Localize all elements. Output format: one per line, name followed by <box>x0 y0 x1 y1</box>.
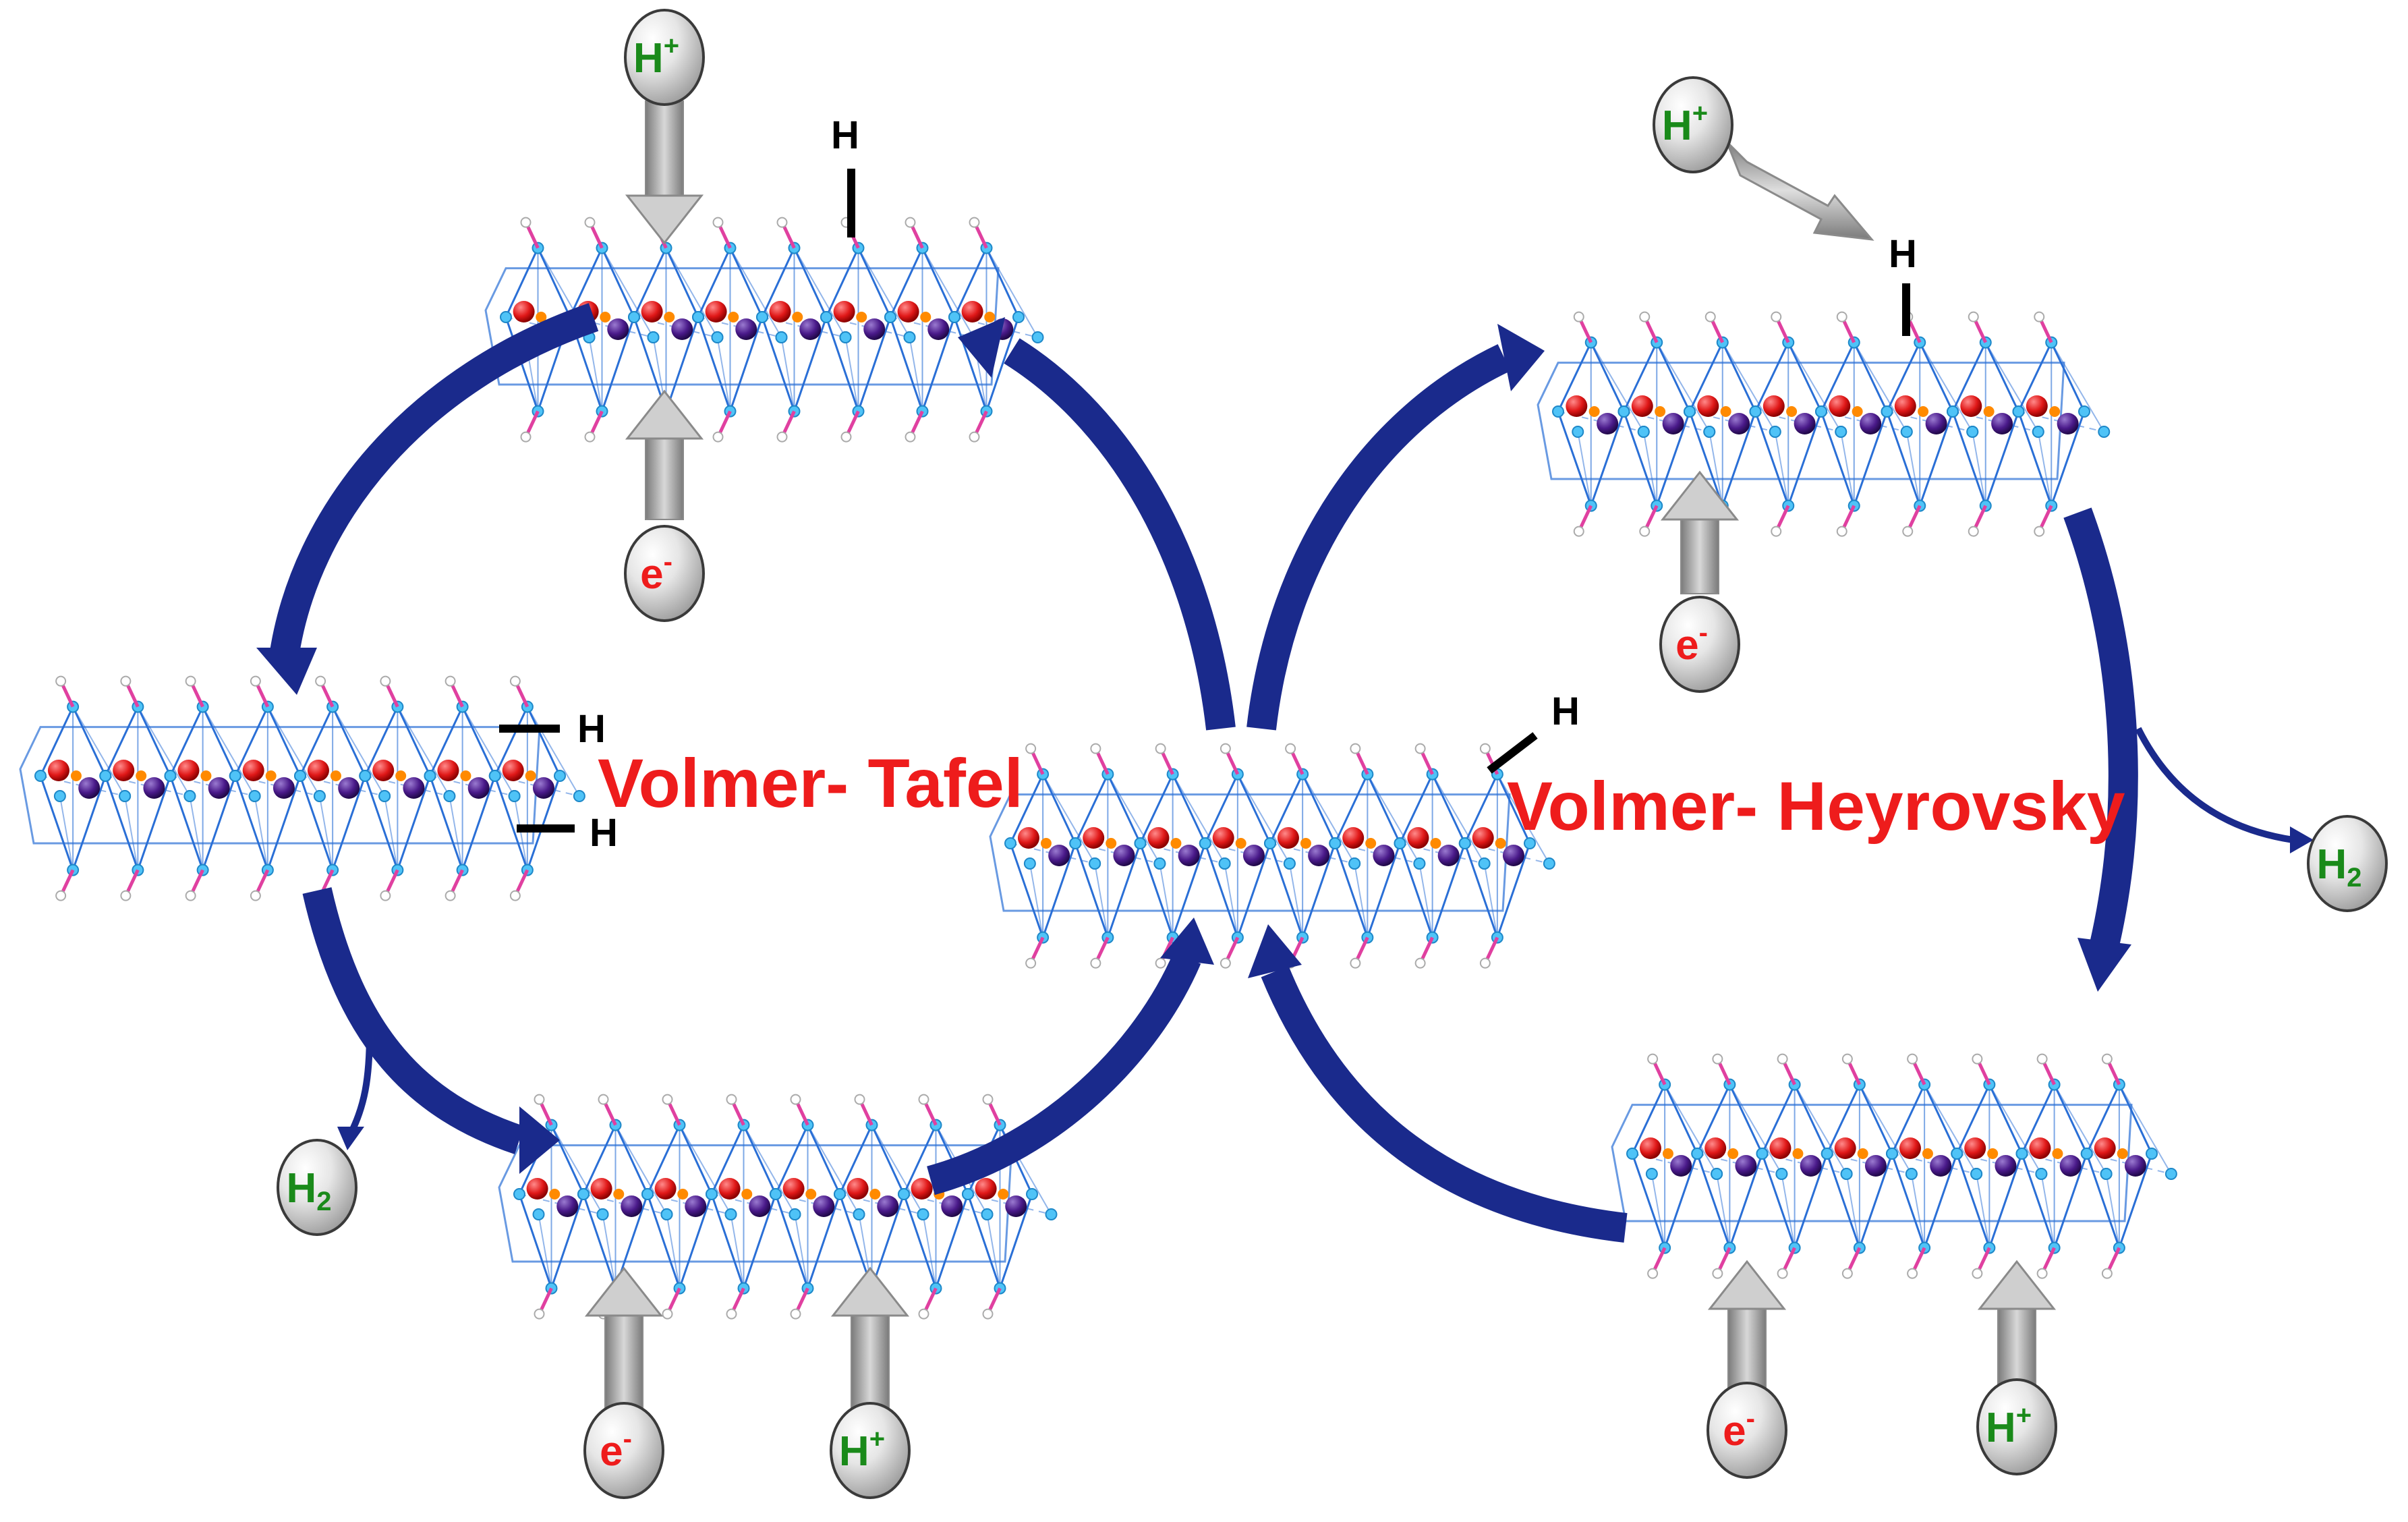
cycle-arrow-top-to-left <box>256 303 599 695</box>
catalyst-slabs-layer <box>19 217 2177 1320</box>
cycle-arrow-center-to-top <box>958 317 1236 731</box>
svg-text:H+: H+ <box>839 1424 885 1475</box>
svg-text:H2: H2 <box>286 1165 331 1216</box>
proton-badge-vt-top: H+ <box>624 9 705 106</box>
feed-arrow-electron-vh-top <box>1660 470 1740 594</box>
electron-badge-vt-top: e- <box>624 525 705 622</box>
catalyst-slab-vh-top-right <box>1537 311 2111 537</box>
catalyst-slab-center <box>989 743 1555 969</box>
feed-arrow-electron-vt-top <box>625 389 704 520</box>
catalyst-slab-vh-bottom-right <box>1611 1053 2177 1279</box>
catalyst-slab-vt-left <box>19 675 585 901</box>
proton-badge-vh-bottom: H+ <box>1976 1378 2057 1475</box>
h-bond-center <box>1487 732 1538 774</box>
feed-arrow-electron-vt-bottom <box>584 1266 664 1411</box>
feed-arrow-proton-vt-bottom <box>830 1266 910 1411</box>
svg-text:H+: H+ <box>1986 1401 2032 1451</box>
svg-text:H2: H2 <box>2316 841 2361 893</box>
cycle-arrow-center-to-vh-top <box>1246 324 1545 731</box>
svg-text:e-: e- <box>640 547 672 598</box>
feed-arrow-electron-vh-bottom <box>1707 1260 1787 1390</box>
adsorbed-hydrogen-group: H H H H H <box>499 113 1917 855</box>
release-arrow-vt <box>337 1032 373 1150</box>
catalytic-cycle-arrows <box>256 303 2138 1243</box>
h2-badge-vh: H2 <box>2307 815 2388 912</box>
electron-badge-vh-top: e- <box>1659 596 1740 693</box>
volmer-tafel-label: Volmer- Tafel <box>598 745 1023 822</box>
feed-arrow-proton-vt-top <box>625 101 704 245</box>
svg-text:H+: H+ <box>633 31 679 82</box>
cycle-arrow-vh-top-to-vh-bottom <box>2063 507 2138 992</box>
catalyst-slab-vt-bottom <box>498 1094 1058 1320</box>
reactant-feed-arrows <box>584 101 2057 1411</box>
species-badges: H+ e- H2 e- H+ H+ e- H2 e- H+ <box>277 9 2388 1499</box>
feed-arrow-proton-vh-top <box>1725 140 1874 241</box>
svg-text:e-: e- <box>1723 1404 1755 1455</box>
h-label-vt-top: H <box>831 113 859 157</box>
h-label-center: H <box>1551 689 1580 733</box>
svg-text:e-: e- <box>600 1424 632 1475</box>
release-arrow-vh <box>2135 727 2314 853</box>
volmer-heyrovsky-label: Volmer- Heyrovsky <box>1507 768 2125 845</box>
cycle-arrow-vh-bottom-to-center <box>1248 924 1628 1243</box>
cycle-arrow-bottom-to-center <box>927 918 1214 1195</box>
electron-badge-vt-bottom: e- <box>583 1402 664 1499</box>
svg-text:H+: H+ <box>1662 98 1708 149</box>
feed-arrow-proton-vh-bottom <box>1977 1260 2057 1390</box>
h-label-vh-top: H <box>1889 232 1917 276</box>
electron-badge-vh-bottom: e- <box>1707 1382 1787 1479</box>
h-label-vt-left-upper: H <box>577 707 606 751</box>
h-label-vt-left-lower: H <box>590 811 618 855</box>
proton-badge-vt-bottom: H+ <box>830 1402 911 1499</box>
hydrogen-release-arrows <box>337 727 2314 1150</box>
svg-text:e-: e- <box>1675 618 1708 669</box>
cycle-arrow-left-to-bottom <box>302 887 560 1174</box>
h2-badge-vt: H2 <box>277 1139 357 1236</box>
proton-badge-vh-top: H+ <box>1653 76 1733 173</box>
